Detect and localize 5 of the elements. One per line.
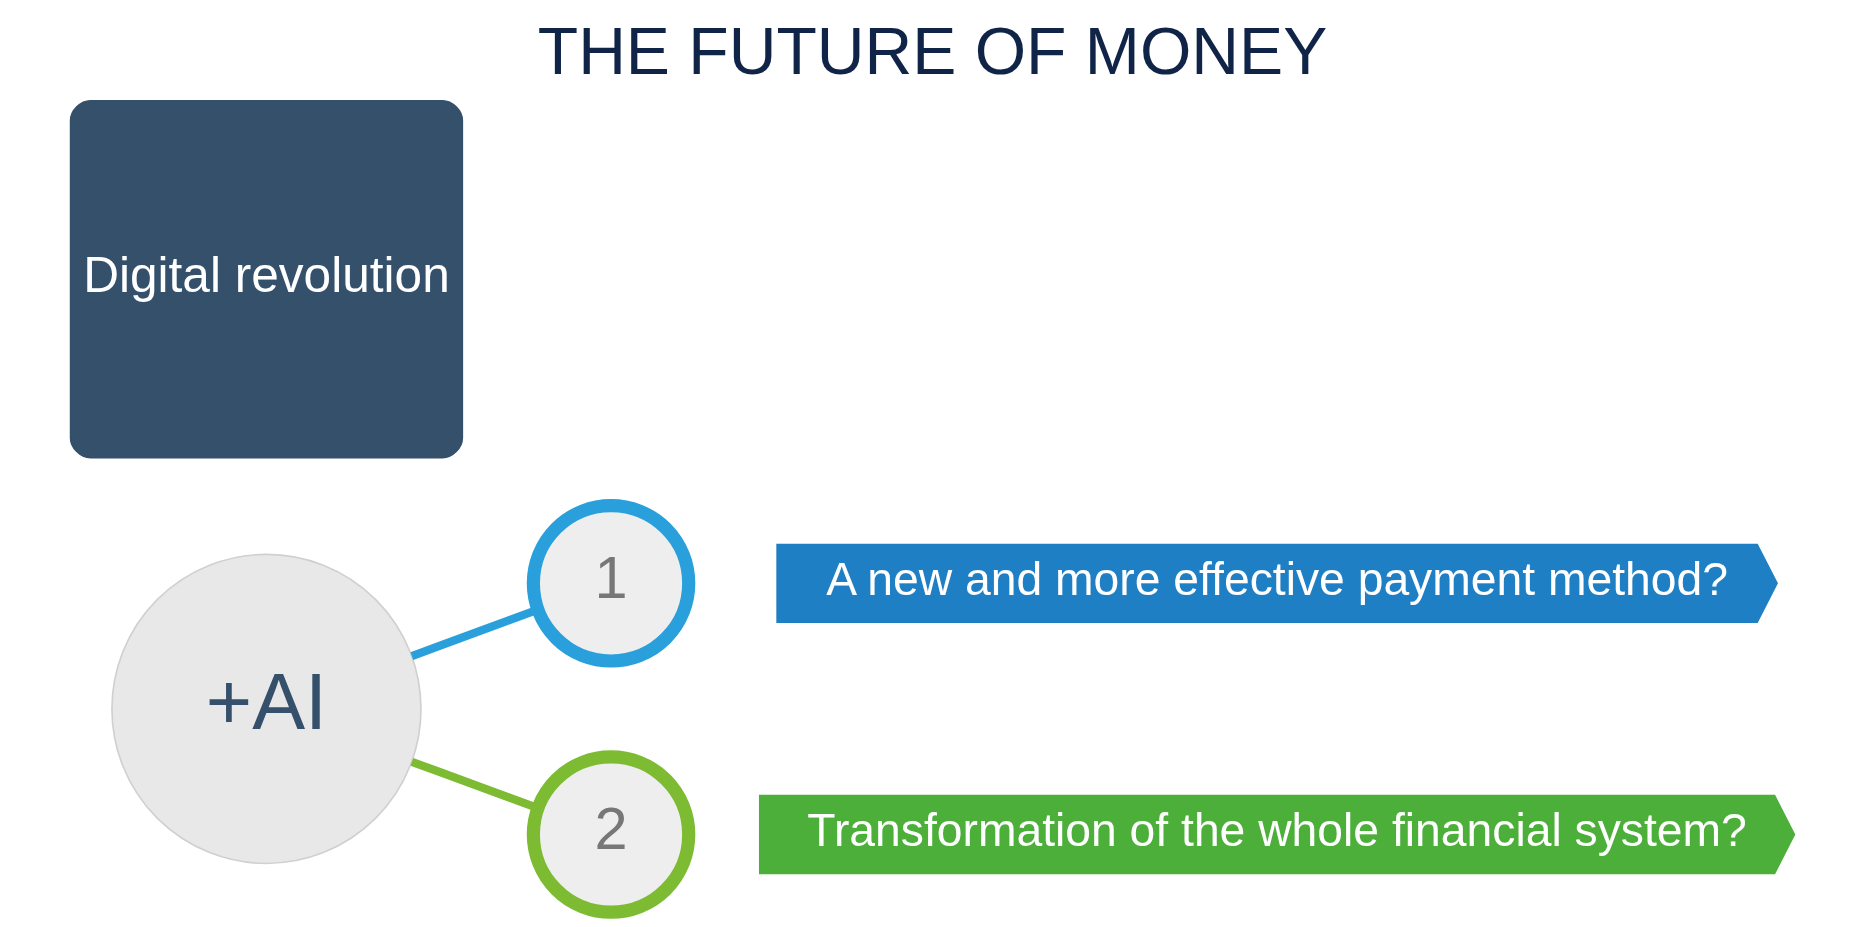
diagram-title: THE FUTURE OF MONEY: [537, 14, 1328, 89]
node-circle: 1: [526, 499, 696, 668]
node-circle: +AI: [111, 553, 422, 865]
node-box: Digital revolution: [69, 99, 464, 459]
node-circle: 2: [526, 750, 696, 919]
